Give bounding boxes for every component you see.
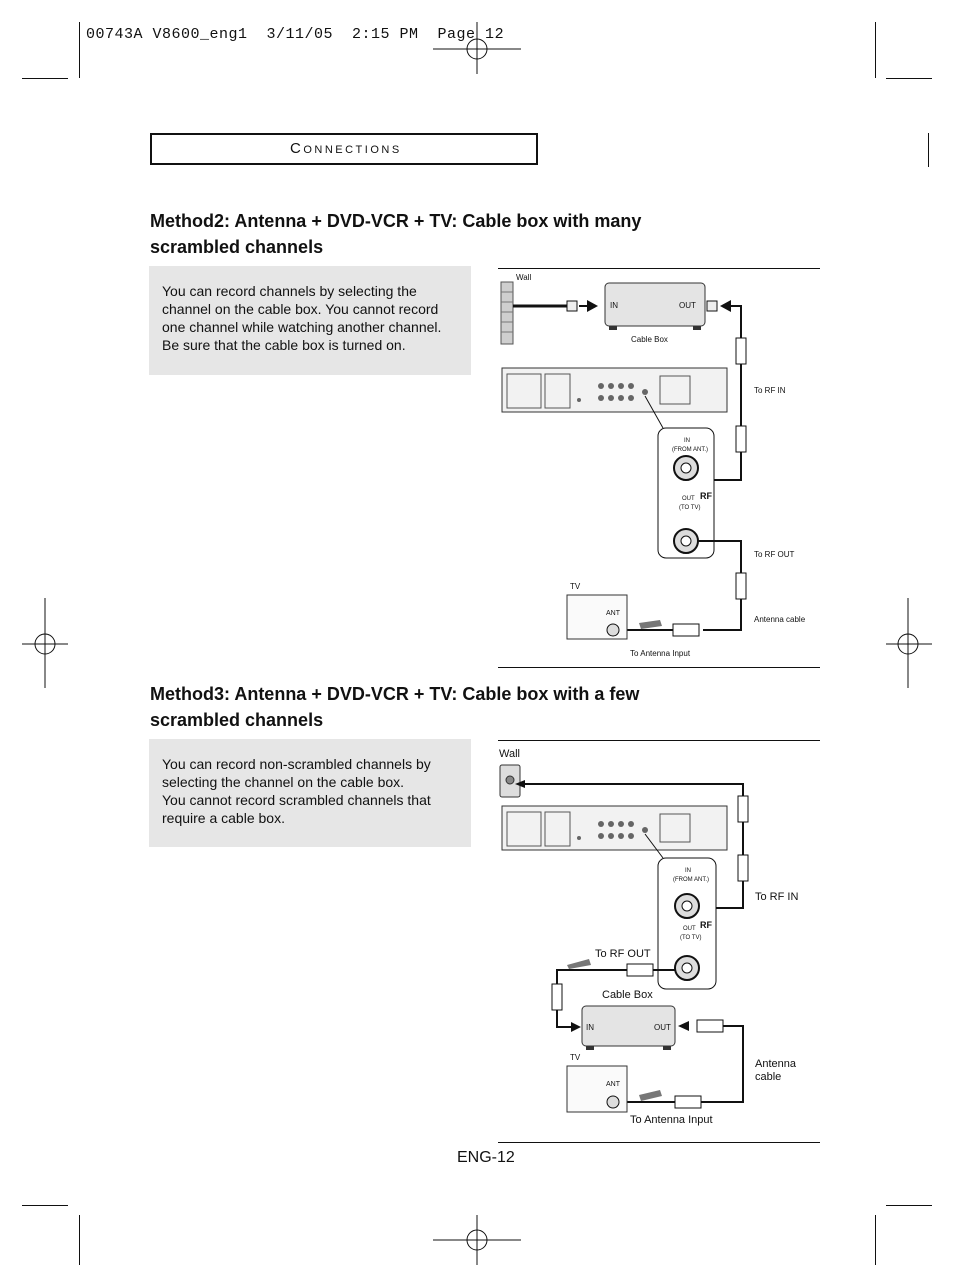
to-tv-label: (TO TV) — [679, 505, 700, 511]
cable-box-icon — [581, 1005, 676, 1050]
method2-heading: Method2: Antenna + DVD-VCR + TV: Cable b… — [150, 208, 770, 260]
method3-note-text-1: You can record non-scrambled channels by… — [162, 756, 431, 790]
ant-label: ANT — [606, 610, 621, 617]
to-rf-in-label: To RF IN — [754, 386, 786, 395]
crop-mark — [875, 1215, 876, 1265]
method2-note-text: You can record channels by selecting the… — [162, 283, 442, 353]
dvd-vcr-rear-panel-icon — [501, 805, 728, 851]
antenna-cable-label-2: cable — [755, 1071, 781, 1083]
rf-in-label: IN — [684, 438, 690, 444]
cable-box-label: Cable Box — [602, 989, 653, 1001]
crop-mark — [875, 22, 876, 78]
cable-box-label: Cable Box — [631, 335, 668, 344]
from-ant-label: (FROM ANT.) — [673, 877, 709, 883]
method3-heading-line1: Method3: Antenna + DVD-VCR + TV: Cable b… — [150, 684, 640, 704]
ant-label: ANT — [606, 1081, 621, 1088]
crop-mark — [928, 133, 929, 167]
section-header-box — [150, 133, 538, 165]
cable-box-in-label: IN — [586, 1023, 594, 1032]
antenna-cable-label: Antenna cable — [754, 615, 806, 624]
tv-icon — [566, 1065, 628, 1113]
crop-mark — [22, 1205, 68, 1206]
to-rf-out-label: To RF OUT — [754, 550, 795, 559]
wall-icon — [500, 281, 514, 345]
method2-connection-diagram: Wall IN OUT Cable Box To RF IN IN (FROM … — [500, 273, 806, 658]
cable-box-icon — [604, 282, 706, 330]
wall-label: Wall — [516, 273, 531, 282]
to-tv-label: (TO TV) — [680, 935, 701, 941]
to-rf-in-label: To RF IN — [755, 891, 798, 903]
method3-heading-line2: scrambled channels — [150, 710, 324, 730]
crop-mark — [79, 1215, 80, 1265]
wall-label: Wall — [499, 748, 520, 760]
method2-heading-line2: scrambled channels — [150, 237, 324, 257]
rf-out-label: OUT — [683, 926, 696, 932]
tv-label: TV — [570, 582, 581, 591]
crop-mark — [886, 1205, 932, 1206]
divider — [498, 667, 820, 668]
method3-connection-diagram: Wall IN (FROM ANT.) OUT (TO TV) RF To RF… — [499, 748, 798, 1126]
to-antenna-input-label: To Antenna Input — [630, 1114, 713, 1126]
dvd-vcr-rear-panel-icon — [501, 367, 728, 413]
tv-icon — [566, 594, 628, 640]
rf-in-label: IN — [685, 868, 691, 874]
crop-mark — [886, 78, 932, 79]
rf-panel-callout-icon — [657, 857, 717, 990]
divider — [498, 1142, 820, 1143]
antenna-cable-label-1: Antenna — [755, 1058, 797, 1070]
from-ant-label: (FROM ANT.) — [672, 447, 708, 453]
crop-mark — [22, 78, 68, 79]
cable-box-in-label: IN — [610, 301, 618, 310]
wall-outlet-icon — [499, 764, 521, 798]
divider — [498, 268, 820, 269]
divider — [498, 740, 820, 741]
method3-note: You can record non-scrambled channels by… — [149, 739, 471, 847]
cable-box-out-label: OUT — [654, 1023, 671, 1032]
rf-label: RF — [700, 920, 712, 930]
cable-box-out-label: OUT — [679, 301, 696, 310]
rf-panel-callout-icon — [657, 427, 715, 559]
to-rf-out-label: To RF OUT — [595, 948, 651, 960]
tv-label: TV — [570, 1053, 581, 1062]
rf-label: RF — [700, 491, 712, 501]
print-slug-line: 00743A V8600_eng1 3/11/05 2:15 PM Page 1… — [86, 26, 505, 43]
crop-mark — [79, 22, 80, 78]
to-antenna-input-label: To Antenna Input — [630, 649, 691, 658]
method3-note-text-2: You cannot record scrambled channels tha… — [162, 792, 431, 826]
rf-out-label: OUT — [682, 496, 695, 502]
section-title: Connections — [290, 140, 402, 157]
page-number: ENG-12 — [457, 1149, 515, 1166]
method3-heading: Method3: Antenna + DVD-VCR + TV: Cable b… — [150, 681, 770, 733]
method2-note: You can record channels by selecting the… — [149, 266, 471, 375]
method2-heading-line1: Method2: Antenna + DVD-VCR + TV: Cable b… — [150, 211, 642, 231]
